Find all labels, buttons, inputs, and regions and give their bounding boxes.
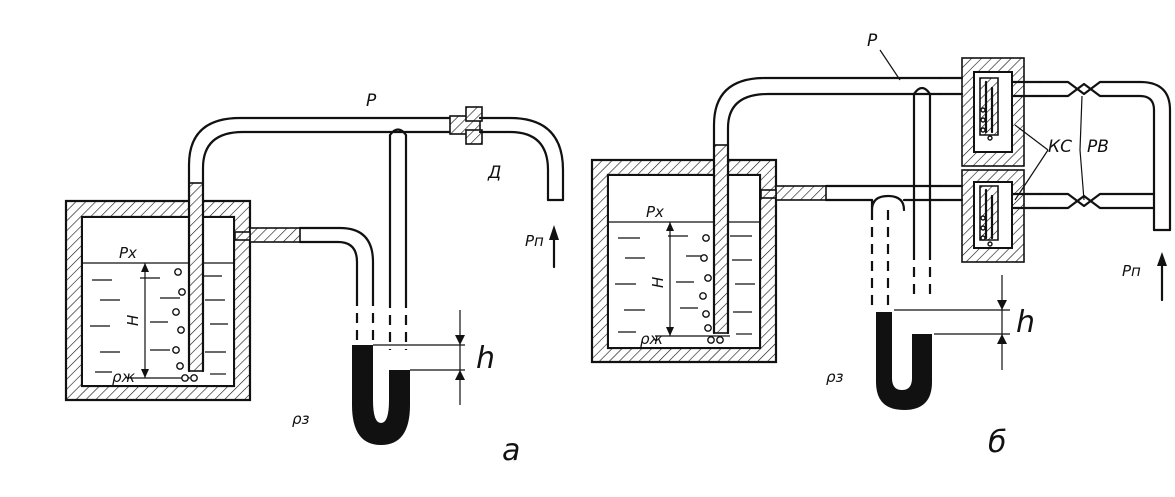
label-chambers-b: КС bbox=[1048, 137, 1072, 157]
label-height-a: Н bbox=[124, 315, 142, 326]
label-pipe-b: Р bbox=[867, 31, 878, 51]
tank-b bbox=[590, 158, 778, 364]
label-density-liquid-b: ρж bbox=[640, 330, 664, 348]
label-sub-b: б bbox=[988, 425, 1007, 460]
figure-b: Р КС РВ Рх Н ρж ρз h Рп б bbox=[590, 31, 1172, 460]
label-pressure-x-b: Рх bbox=[646, 203, 664, 221]
bubbles-b bbox=[699, 234, 724, 344]
label-regulators-b: РВ bbox=[1087, 137, 1109, 157]
gas-pipe-a bbox=[187, 106, 565, 269]
label-throttle-a: Д bbox=[487, 163, 501, 183]
label-diff-a: h bbox=[476, 341, 495, 376]
chamber-lower bbox=[938, 169, 1167, 302]
label-feed-a: Рп bbox=[525, 232, 544, 250]
liquid-a bbox=[90, 275, 228, 375]
chamber-upper bbox=[938, 57, 1172, 232]
label-pipe-a: Р bbox=[366, 91, 377, 111]
label-density-manometer-a: ρз bbox=[292, 410, 310, 428]
leaders-b bbox=[879, 49, 1085, 201]
label-sub-a: а bbox=[502, 433, 520, 468]
label-height-b: Н bbox=[649, 277, 667, 288]
label-feed-b: Рп bbox=[1122, 262, 1141, 280]
label-diff-b: h bbox=[1016, 305, 1035, 340]
bubbles-a bbox=[172, 268, 198, 382]
dip-tube-a bbox=[188, 182, 204, 372]
figure-a: Р Д Рх Н ρж ρз h Рп а bbox=[64, 91, 565, 468]
liquid-b bbox=[615, 235, 755, 335]
tank-a bbox=[64, 199, 252, 402]
label-density-liquid-a: ρж bbox=[112, 368, 136, 386]
label-density-manometer-b: ρз bbox=[826, 368, 844, 386]
gas-pipe-b bbox=[712, 76, 1010, 410]
manometer-a bbox=[234, 128, 465, 445]
label-pressure-x-a: Рх bbox=[119, 244, 137, 262]
dip-tube-b bbox=[713, 144, 729, 334]
